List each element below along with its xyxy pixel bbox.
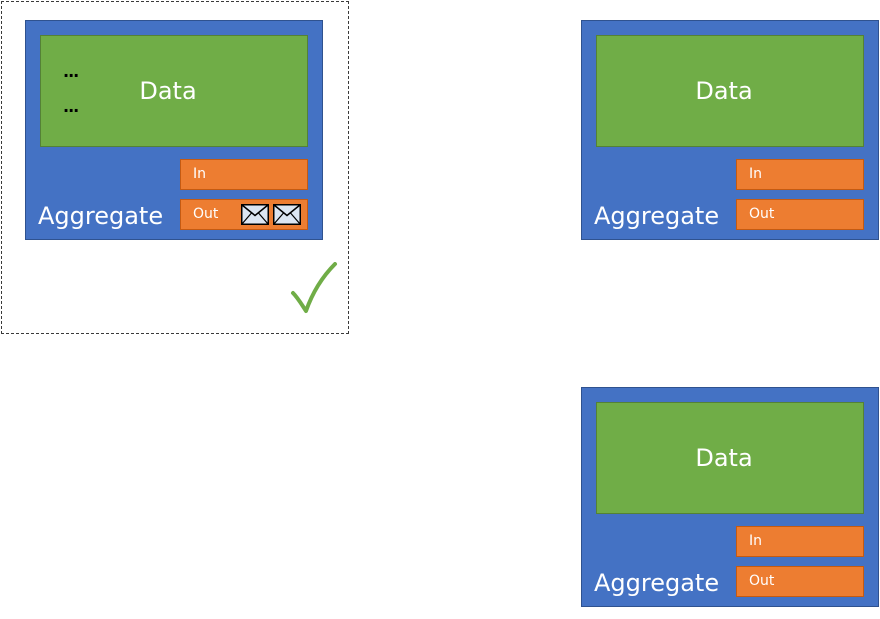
inbox-label: In	[749, 166, 763, 182]
aggregate-label: Aggregate	[594, 202, 720, 230]
aggregate-2: Data In Out Aggregate	[581, 20, 879, 240]
data-box: Data	[596, 35, 864, 147]
data-label: Data	[695, 77, 753, 105]
data-box: ... ... Data	[40, 35, 308, 147]
data-label: Data	[139, 77, 197, 105]
outbox-label: Out	[749, 206, 775, 222]
checkmark-icon	[291, 262, 337, 313]
inbox-queue: In	[736, 526, 864, 557]
inbox-queue: In	[736, 159, 864, 190]
data-dots-2: ...	[63, 97, 79, 116]
envelope-icon	[241, 204, 269, 225]
data-dots-1: ...	[63, 62, 79, 81]
aggregate-label: Aggregate	[38, 202, 164, 230]
aggregate-label: Aggregate	[594, 569, 720, 597]
inbox-queue: In	[180, 159, 308, 190]
outbox-label: Out	[749, 573, 775, 589]
envelope-icon	[273, 204, 301, 225]
outbox-queue: Out	[180, 199, 308, 230]
data-box: Data	[596, 402, 864, 514]
outbox-label: Out	[193, 206, 219, 222]
outbox-queue: Out	[736, 199, 864, 230]
transaction-boundary	[1, 1, 349, 334]
inbox-label: In	[749, 533, 763, 549]
outbox-queue: Out	[736, 566, 864, 597]
aggregate-3: Data In Out Aggregate	[581, 387, 879, 607]
inbox-label: In	[193, 166, 207, 182]
data-label: Data	[695, 444, 753, 472]
aggregate-1: ... ... Data In Out Aggregate	[25, 20, 323, 240]
